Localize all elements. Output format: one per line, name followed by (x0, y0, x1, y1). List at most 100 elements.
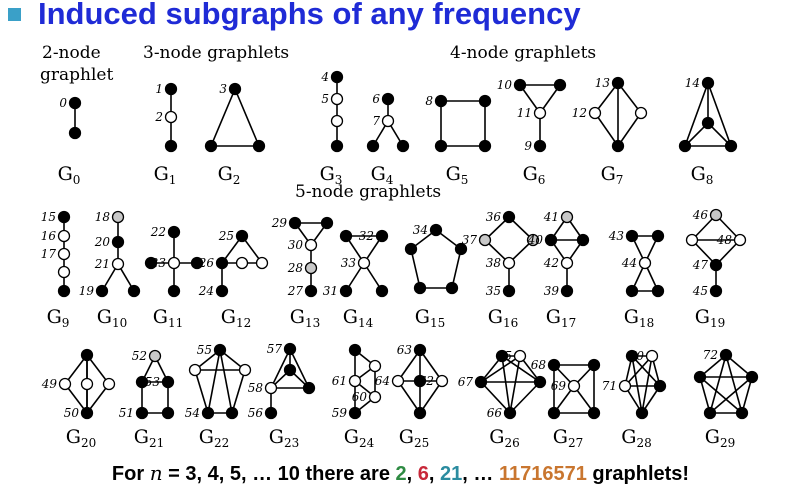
node-label: 46 (692, 208, 709, 222)
graphlet-name: G16 (488, 306, 518, 330)
graphlet-node (611, 139, 625, 153)
header-3-node: 3-node graphlets (143, 43, 289, 63)
node-label: 66 (487, 406, 503, 420)
graphlet-node (111, 210, 125, 224)
graphlet-node (127, 284, 141, 298)
graphlet-edge (709, 354, 727, 414)
node-label: 45 (692, 284, 708, 298)
graphlet-node (381, 114, 395, 128)
graphlet-name: G28 (621, 426, 651, 450)
graphlet-node (255, 256, 269, 270)
graphlet-node (567, 379, 581, 393)
graphlet-name: G8 (691, 163, 714, 187)
graphlet-name: G17 (546, 306, 576, 330)
graphlet-node (148, 349, 162, 363)
graphlet-node (366, 139, 380, 153)
node-label: 29 (271, 216, 288, 230)
graphlet-edge (451, 248, 462, 289)
footer-eq: = 3, 4, 5, … 10 there are (168, 463, 390, 485)
graphlet-node (80, 348, 94, 362)
graphlet-edge (397, 380, 421, 414)
node-label: 36 (486, 210, 502, 224)
graphlet-node (375, 284, 389, 298)
graphlet-node (213, 343, 227, 357)
graphlet-edge (594, 82, 619, 114)
graphlet-edge (234, 88, 260, 147)
graphlet-2: 3G2 (204, 82, 266, 187)
node-label: 64 (375, 374, 390, 388)
graphlet-node (215, 284, 229, 298)
graphlet-node (204, 139, 218, 153)
graphlet-node (330, 114, 344, 128)
graphlet-node (161, 406, 175, 420)
graphlet-name: G3 (320, 163, 343, 187)
node-label: 9 (524, 139, 532, 153)
graphlet-node (264, 381, 278, 395)
graphlet-name: G11 (153, 306, 183, 330)
node-label: 42 (543, 256, 559, 270)
graphlet-node (533, 375, 547, 389)
graphlet-0: 0G0 (58, 96, 82, 187)
graphlet-node (235, 229, 249, 243)
graphlet-node (413, 281, 427, 295)
graphlet-name: G15 (415, 306, 445, 330)
node-label: 3 (219, 82, 227, 96)
graphlet-node (503, 406, 517, 420)
node-label: 65 (497, 349, 512, 363)
graphlet-edge (699, 376, 743, 414)
graphlet-node (588, 106, 602, 120)
graphlet-node (304, 238, 318, 252)
graphlet-node (625, 284, 639, 298)
node-label: 54 (185, 406, 200, 420)
graphlet-node (478, 94, 492, 108)
graphlet-node (381, 92, 395, 106)
graphlet-name: G2 (218, 163, 241, 187)
node-label: 69 (551, 379, 567, 393)
node-label: 51 (119, 406, 134, 420)
graphlet-node (57, 210, 71, 224)
node-label: 11 (517, 106, 532, 120)
graphlet-name: G27 (553, 426, 583, 450)
graphlet-name: G14 (343, 306, 374, 330)
graphlet-node (709, 258, 723, 272)
graphlet-node (225, 406, 239, 420)
node-label: 13 (595, 76, 611, 90)
graphlet-name: G9 (47, 306, 70, 330)
graphlet-node (733, 233, 747, 247)
graphlet-node (434, 139, 448, 153)
graphlet-node (502, 210, 516, 224)
graphlet-node (526, 233, 540, 247)
graphlet-edge (219, 349, 233, 414)
graphlet-edge (641, 355, 653, 414)
graphlet-name: G20 (66, 426, 96, 450)
node-label: 60 (352, 390, 368, 404)
graphlet-node (719, 348, 733, 362)
graphlet-node (164, 139, 178, 153)
node-label: 14 (685, 76, 700, 90)
node-label: 61 (332, 374, 347, 388)
graphlet-node (80, 377, 94, 391)
node-label: 39 (544, 284, 560, 298)
graphlet-node (735, 406, 749, 420)
node-label: 4 (320, 70, 329, 84)
graphlet-edge (210, 88, 236, 147)
graphlet-node (651, 229, 665, 243)
graphlet-node (167, 256, 181, 270)
node-label: 10 (497, 78, 513, 92)
graphlet-node (544, 233, 558, 247)
node-label: 68 (531, 358, 547, 372)
graphlet-node (693, 370, 707, 384)
sep-1: , (406, 463, 413, 485)
node-label: 2 (154, 110, 163, 124)
graphlet-node (560, 210, 574, 224)
bullet-square-icon (8, 8, 21, 21)
graphlet-node (368, 390, 382, 404)
